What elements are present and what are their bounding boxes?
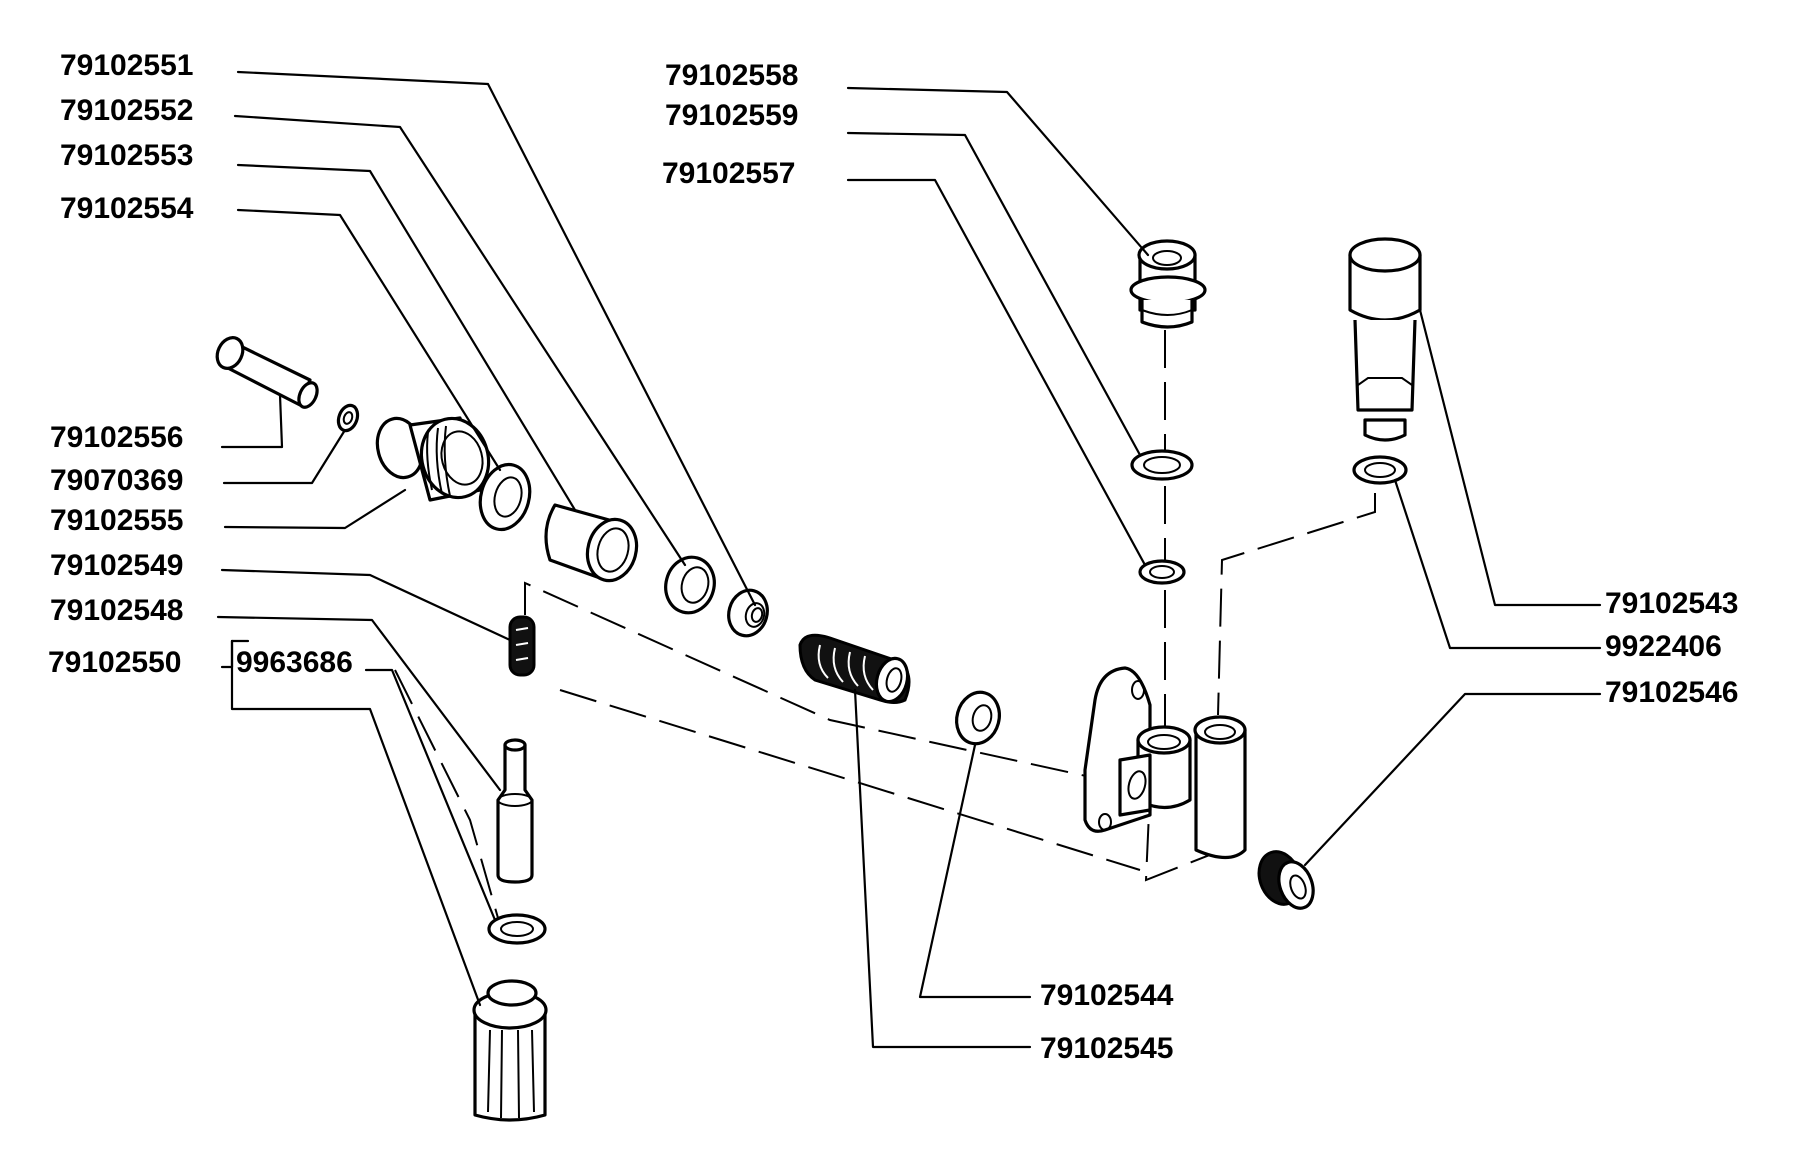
part-79102555-fitting[interactable]	[371, 411, 497, 505]
leader-79070369	[222, 428, 347, 485]
part-79102543-primer-pump[interactable]	[1348, 237, 1422, 442]
axis-plug	[394, 669, 501, 926]
part-79102545-spring[interactable]	[798, 633, 912, 705]
leader-9922406	[1393, 478, 1602, 650]
label-79102546: 79102546	[1605, 676, 1738, 709]
label-79102551: 79102551	[60, 49, 193, 82]
label-9922406: 9922406	[1605, 630, 1722, 663]
axis-lower	[559, 689, 1141, 871]
axis-primer	[1217, 493, 1376, 716]
label-79102544: 79102544	[1040, 979, 1174, 1012]
part-79102552-ring[interactable]	[660, 552, 721, 619]
part-79102546-plug[interactable]	[1252, 846, 1319, 913]
label-79102558: 79102558	[665, 59, 798, 92]
part-9963686-washer[interactable]	[487, 913, 547, 945]
center-lines	[394, 330, 1376, 926]
leader-79102545	[853, 688, 1032, 1049]
leader-lines	[216, 70, 1602, 1049]
label-79102549: 79102549	[50, 549, 183, 582]
leader-79102552	[233, 114, 687, 567]
label-79102556: 79102556	[50, 421, 183, 454]
part-79102556-bolt[interactable]	[212, 333, 320, 410]
part-79102548-plunger[interactable]	[496, 738, 534, 884]
label-79102553: 79102553	[60, 139, 193, 172]
leader-79102557	[846, 178, 1147, 567]
part-79070369-washer[interactable]	[335, 403, 361, 434]
part-9922406-washer[interactable]	[1352, 455, 1408, 485]
label-79102557: 79102557	[662, 157, 795, 190]
axis-main	[524, 581, 1236, 882]
leader-79102550-bracket	[230, 639, 482, 1007]
part-79102544-washer[interactable]	[951, 687, 1005, 748]
leader-79102554	[236, 208, 502, 472]
leader-79102556	[220, 393, 284, 449]
label-79102555: 79102555	[50, 504, 183, 537]
part-79102550-plug[interactable]	[472, 979, 548, 1122]
leader-79102543	[1418, 308, 1602, 607]
label-79102552: 79102552	[60, 94, 193, 127]
leader-79102546	[1303, 692, 1602, 867]
leader-79102544	[918, 743, 1032, 999]
leader-79102551	[236, 70, 757, 607]
leader-79102553	[236, 163, 577, 512]
label-79102559: 79102559	[665, 99, 798, 132]
part-pump-body[interactable]	[1083, 666, 1247, 860]
part-labels: 79102551 79102552 79102553 79102554 7910…	[48, 49, 1738, 1065]
leader-79102559	[846, 131, 1142, 457]
label-79102554: 79102554	[60, 192, 194, 225]
part-79102551-seat[interactable]	[724, 586, 773, 640]
label-79102550: 79102550	[48, 646, 181, 679]
label-79070369: 79070369	[50, 464, 183, 497]
leader-79102549	[220, 568, 512, 642]
label-79102545: 79102545	[1040, 1032, 1173, 1065]
label-79102548: 79102548	[50, 594, 183, 627]
part-79102557-washer[interactable]	[1138, 559, 1186, 585]
part-79102559-washer[interactable]	[1130, 449, 1194, 481]
leader-79102555	[223, 488, 407, 530]
leader-79102548	[216, 615, 502, 792]
leader-9963686	[364, 668, 497, 922]
label-79102543: 79102543	[1605, 587, 1738, 620]
part-79102549-spring[interactable]	[508, 615, 536, 677]
leader-79102550-bracket-join	[220, 639, 234, 669]
part-79102553-sleeve[interactable]	[544, 503, 643, 586]
part-79102554-gasket[interactable]	[473, 459, 536, 535]
label-9963686: 9963686	[236, 646, 353, 679]
part-79102558-union-nut[interactable]	[1129, 239, 1207, 329]
leader-79102558	[846, 86, 1150, 257]
